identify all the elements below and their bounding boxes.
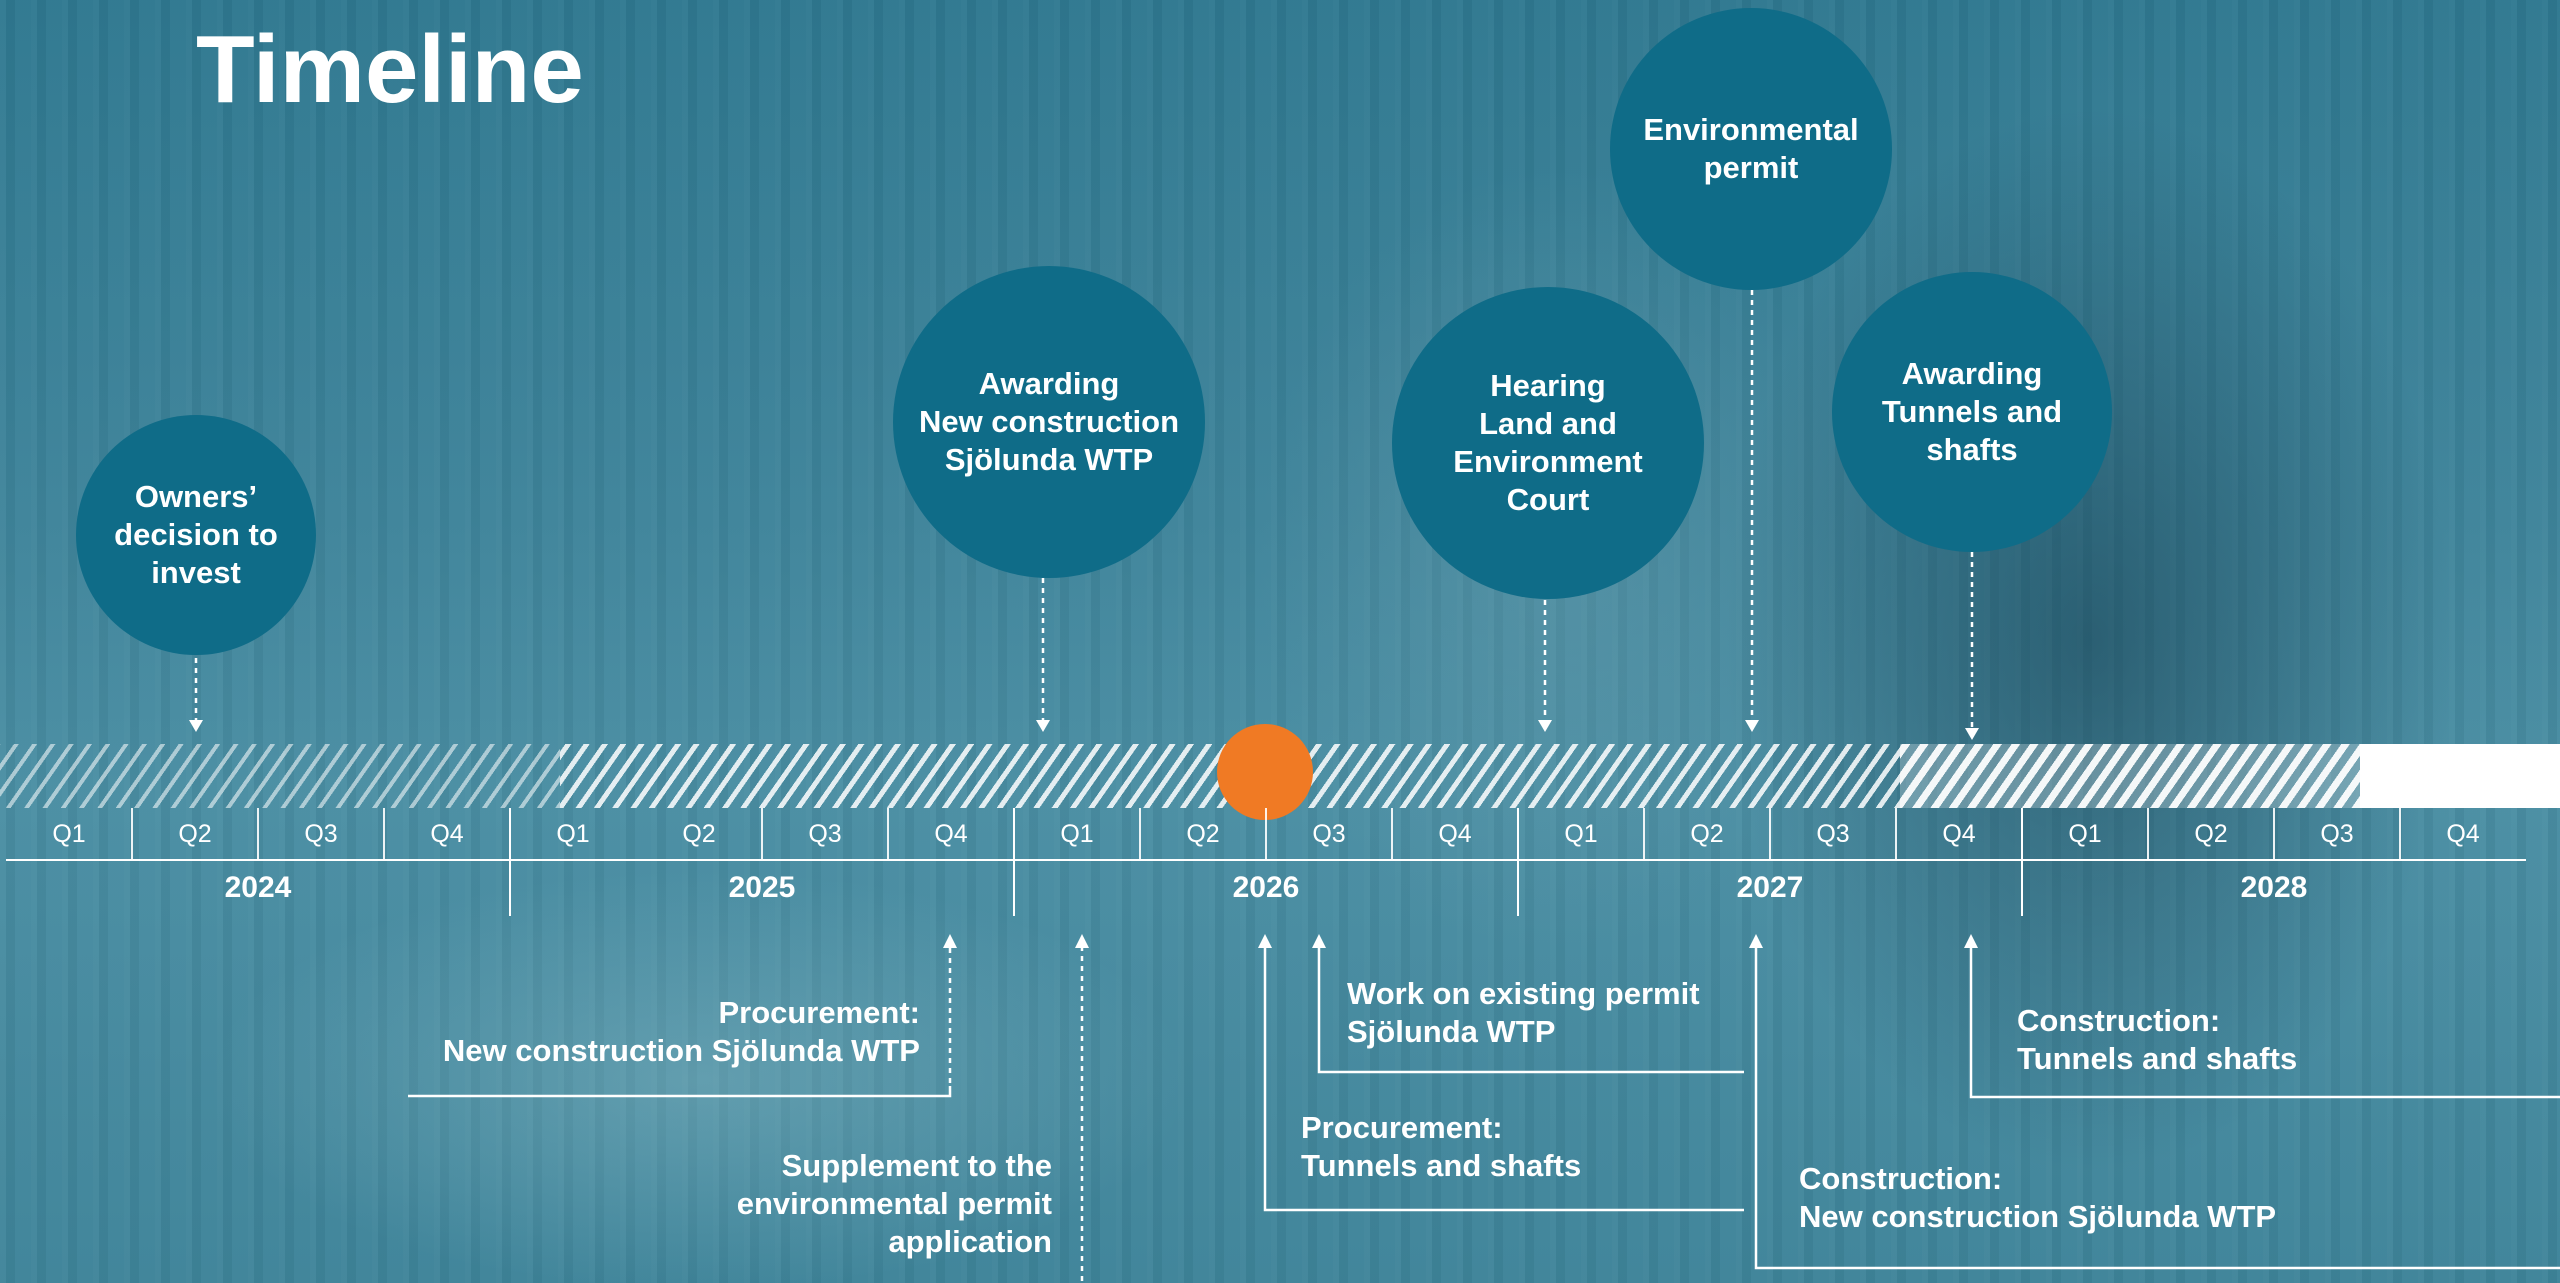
activity-procurement-wtp: Procurement: New construction Sjölunda W… bbox=[442, 995, 920, 1068]
bracket-work-existing-permit bbox=[1317, 948, 1744, 1074]
quarter-label: Q2 bbox=[1690, 819, 1724, 848]
page-title: Timeline bbox=[196, 16, 584, 123]
quarter-label: Q1 bbox=[52, 819, 86, 848]
quarter-label: Q2 bbox=[2194, 819, 2228, 848]
band-segment-past bbox=[0, 744, 560, 808]
quarter-divider bbox=[1391, 808, 1393, 860]
quarter-divider bbox=[2147, 808, 2149, 860]
quarter-label: Q2 bbox=[178, 819, 212, 848]
quarter-label: Q3 bbox=[2320, 819, 2354, 848]
quarter-divider bbox=[383, 808, 385, 860]
arrow-up-icon bbox=[1075, 934, 1089, 948]
quarter-label: Q3 bbox=[304, 819, 338, 848]
quarter-label: Q1 bbox=[556, 819, 590, 848]
activity-construction-wtp: Construction: New construction Sjölunda … bbox=[1799, 1161, 2277, 1234]
year-label-2028: 2028 bbox=[2240, 871, 2308, 904]
quarter-label: Q2 bbox=[1186, 819, 1220, 848]
bracket-construction-wtp bbox=[1754, 948, 2560, 1270]
activity-work-existing-permit: Work on existing permit Sjölunda WTP bbox=[1347, 976, 1700, 1049]
arrow-up-icon bbox=[1749, 934, 1763, 948]
arrow-up-icon bbox=[943, 934, 957, 948]
quarter-label: Q4 bbox=[934, 819, 968, 848]
arrow-down-icon bbox=[1036, 720, 1050, 732]
year-label-2025: 2025 bbox=[728, 871, 796, 904]
quarter-divider bbox=[257, 808, 259, 860]
quarter-divider bbox=[761, 808, 763, 860]
bracket-construction-tunnels bbox=[1969, 948, 2560, 1099]
quarter-label: Q3 bbox=[808, 819, 842, 848]
quarter-divider bbox=[887, 808, 889, 860]
timeline-axis bbox=[6, 859, 2526, 861]
quarter-label: Q4 bbox=[2446, 819, 2480, 848]
milestone-hearing: Hearing Land and Environment Court bbox=[1392, 287, 1704, 599]
milestone-awarding-tunnels: Awarding Tunnels and shafts bbox=[1832, 272, 2112, 552]
quarter-label: Q3 bbox=[1312, 819, 1346, 848]
arrow-up-icon bbox=[1258, 934, 1272, 948]
quarter-label: Q1 bbox=[1564, 819, 1598, 848]
year-label-2027: 2027 bbox=[1736, 871, 1804, 904]
year-divider bbox=[1013, 808, 1015, 916]
year-divider bbox=[509, 808, 511, 916]
today-marker bbox=[1217, 724, 1313, 820]
quarter-divider bbox=[1769, 808, 1771, 860]
quarter-divider bbox=[1895, 808, 1897, 860]
milestone-owners-decision: Owners’ decision to invest bbox=[76, 415, 316, 655]
arrow-down-icon bbox=[189, 720, 203, 732]
activity-procurement-tunnels: Procurement: Tunnels and shafts bbox=[1301, 1110, 1582, 1183]
bracket-procurement-tunnels bbox=[1263, 948, 1744, 1212]
timeline-band bbox=[0, 744, 2560, 808]
quarter-divider bbox=[2273, 808, 2275, 860]
quarter-label: Q4 bbox=[430, 819, 464, 848]
quarter-label: Q1 bbox=[2068, 819, 2102, 848]
activity-supplement-permit: Supplement to the environmental permit a… bbox=[736, 1148, 1052, 1259]
quarter-divider bbox=[1265, 808, 1267, 860]
milestone-environmental-permit: Environmental permit bbox=[1610, 8, 1892, 290]
arrow-down-icon bbox=[1965, 728, 1979, 740]
quarter-label: Q2 bbox=[682, 819, 716, 848]
year-label-2024: 2024 bbox=[224, 871, 292, 904]
quarter-divider bbox=[1643, 808, 1645, 860]
arrow-down-icon bbox=[1538, 720, 1552, 732]
quarter-row: Q1 Q2 Q3 Q4 Q1 Q2 Q3 Q4 Q1 Q2 Q3 Q4 Q1 Q… bbox=[0, 808, 2560, 860]
quarter-divider bbox=[1139, 808, 1141, 860]
year-label-2026: 2026 bbox=[1232, 871, 1300, 904]
year-divider bbox=[1517, 808, 1519, 916]
arrow-down-icon bbox=[1745, 720, 1759, 732]
quarter-label: Q4 bbox=[1438, 819, 1472, 848]
quarter-label: Q3 bbox=[1816, 819, 1850, 848]
quarter-divider bbox=[2399, 808, 2401, 860]
milestone-awarding-wtp: Awarding New construction Sjölunda WTP bbox=[893, 266, 1205, 578]
band-segment-future bbox=[1900, 744, 2360, 808]
arrow-up-icon bbox=[1964, 934, 1978, 948]
quarter-divider bbox=[131, 808, 133, 860]
band-segment-end bbox=[2360, 744, 2560, 808]
quarter-label: Q4 bbox=[1942, 819, 1976, 848]
activity-construction-tunnels: Construction: Tunnels and shafts bbox=[2017, 1003, 2298, 1076]
bracket-procurement-wtp bbox=[408, 1086, 952, 1098]
year-divider bbox=[2021, 808, 2023, 916]
arrow-up-icon bbox=[1312, 934, 1326, 948]
quarter-label: Q1 bbox=[1060, 819, 1094, 848]
